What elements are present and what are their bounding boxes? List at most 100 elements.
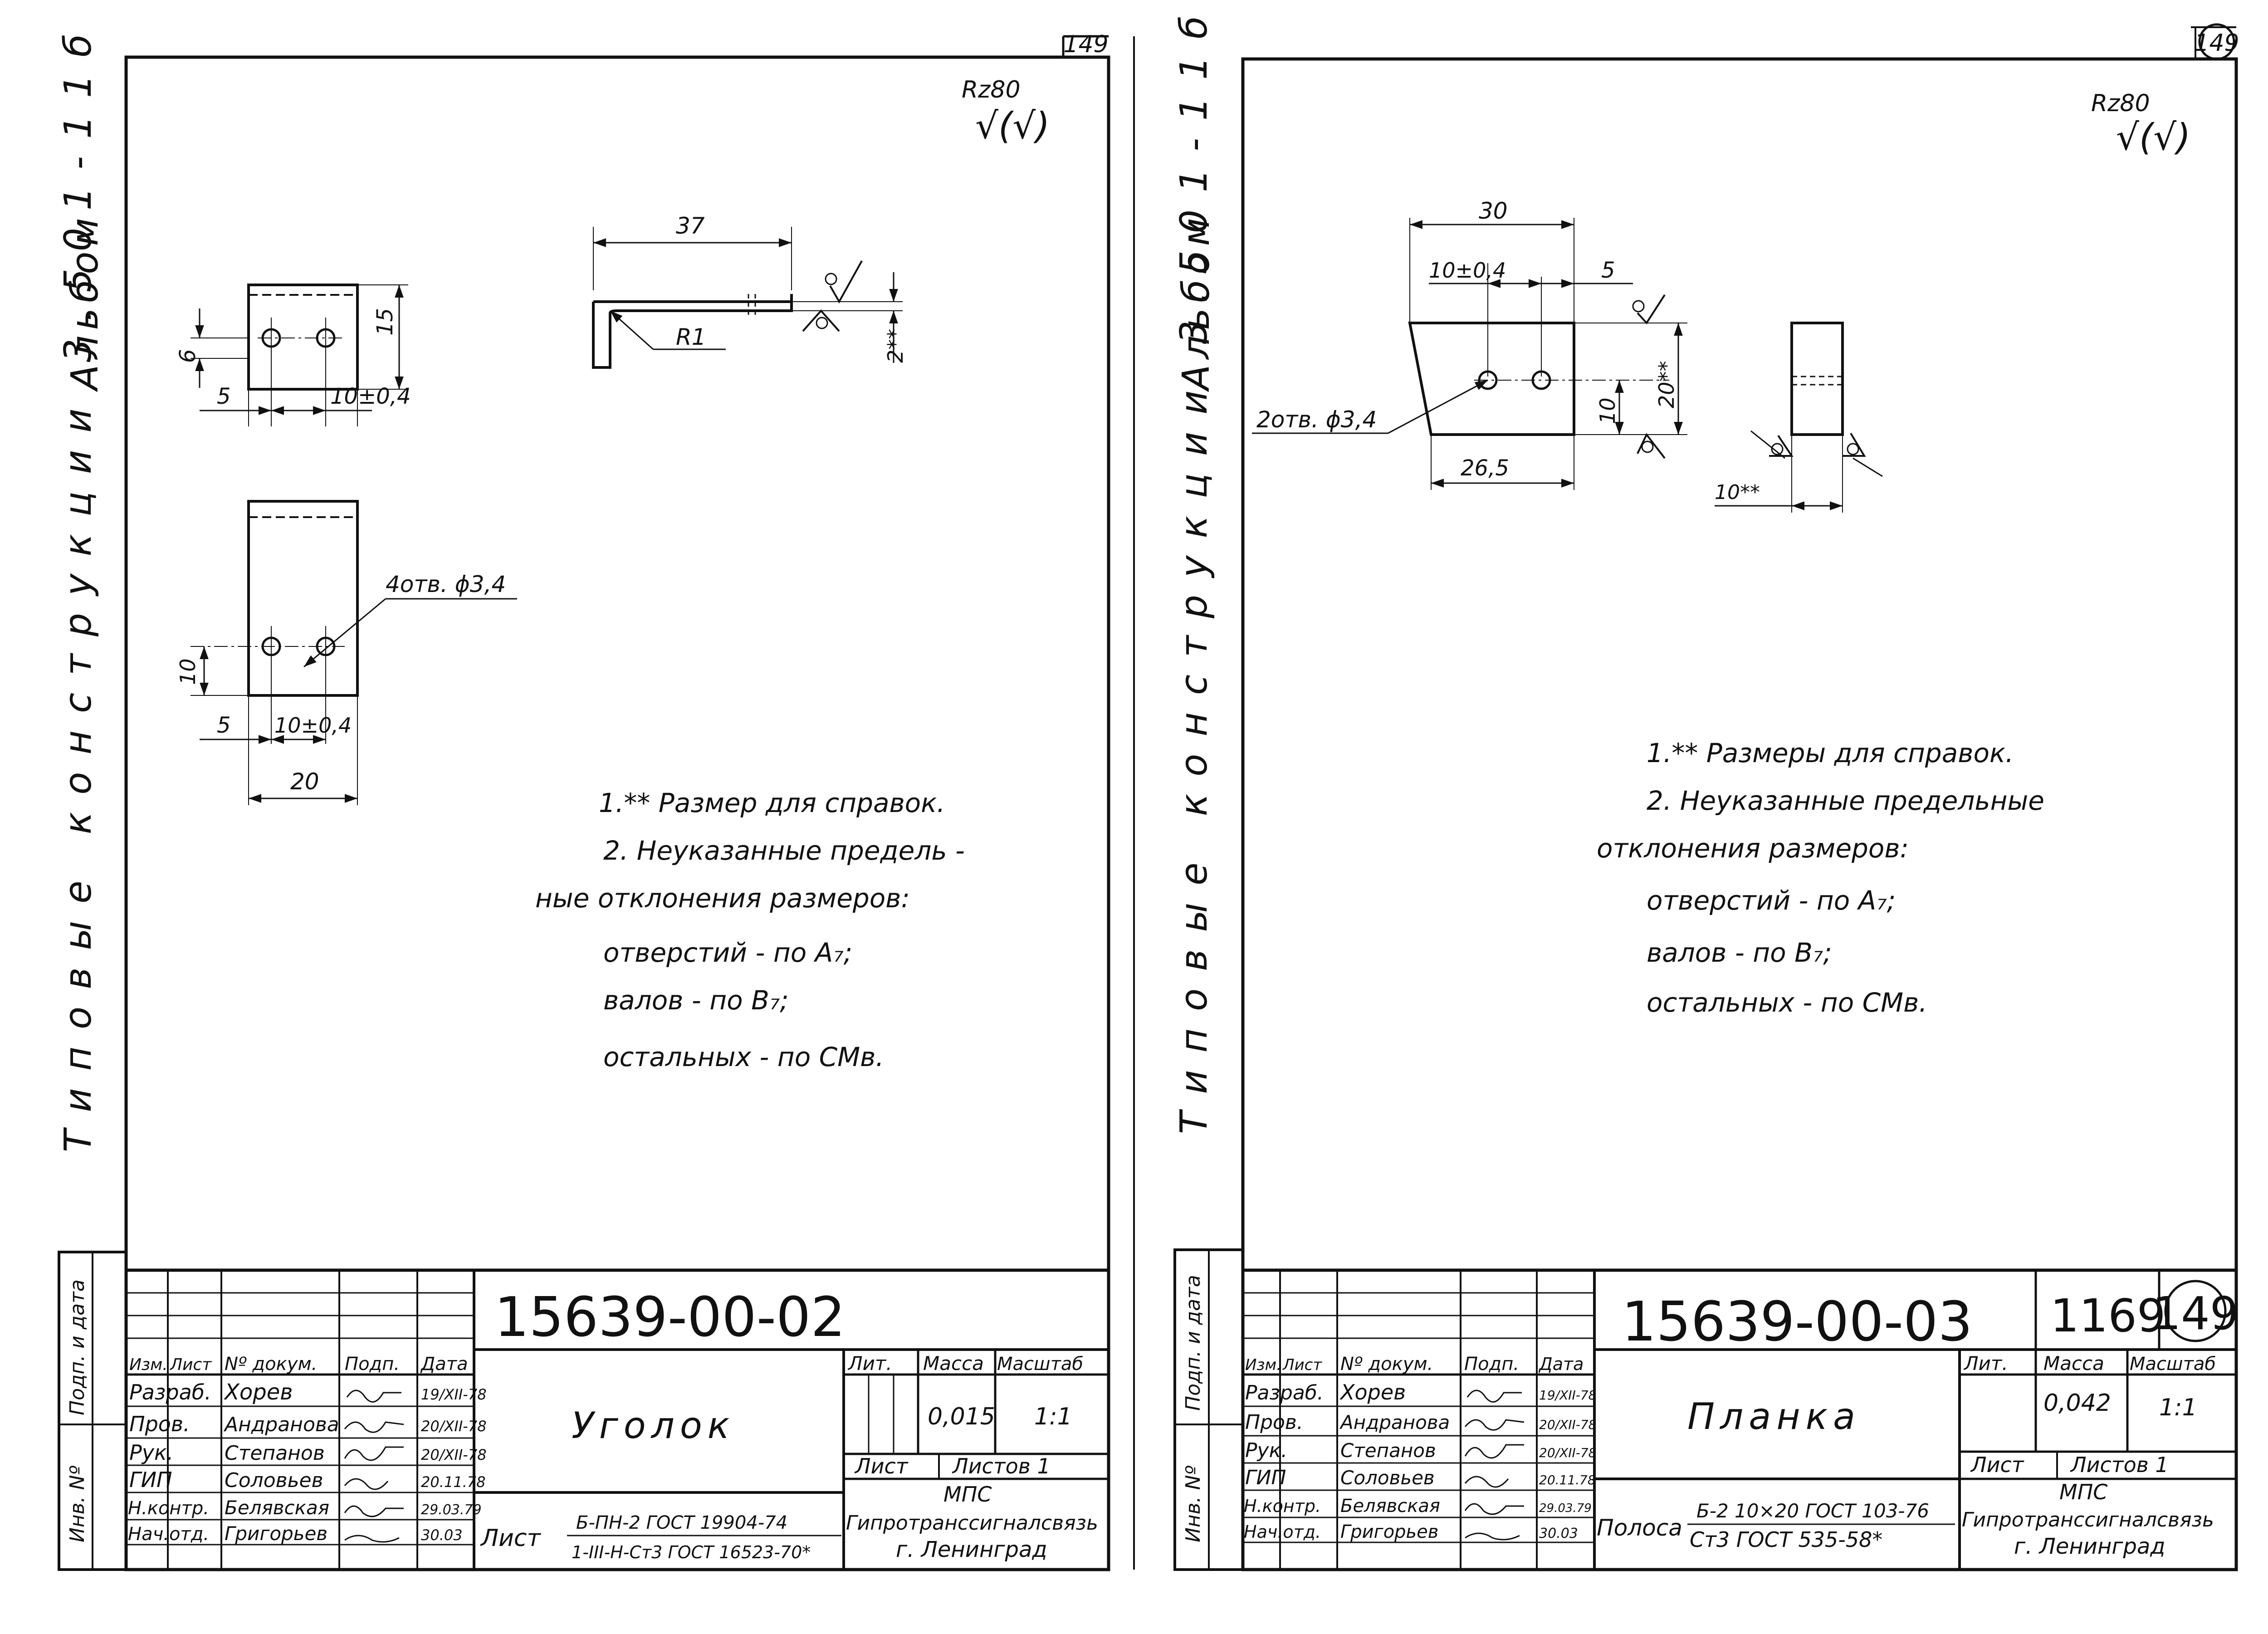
left-frame bbox=[124, 55, 1110, 1571]
right-dim-10c: 10** bbox=[1715, 481, 1760, 504]
right-scale-value: 1:1 bbox=[2159, 1394, 2197, 1421]
left-col-doc: Nº докум. bbox=[225, 1354, 317, 1375]
left-notes: 1.** Размер для справок. 2. Неуказанные … bbox=[535, 788, 965, 1072]
left-dim-20: 20 bbox=[290, 768, 319, 795]
left-date-5: 30.03 bbox=[421, 1526, 463, 1544]
left-front-view: 10 5 10±0,4 20 4отв. ϕ3,4 bbox=[176, 500, 517, 805]
right-signature-0 bbox=[1466, 1389, 1522, 1403]
right-role-1: Пров. bbox=[1245, 1411, 1303, 1434]
left-dim-5b: 5 bbox=[217, 713, 231, 738]
left-sheet: 149 Rz80 √(√) Типовые конструкции 3.501-… bbox=[57, 17, 1110, 1571]
right-role-5: Нач.отд. bbox=[1244, 1522, 1321, 1542]
right-name-0: Хорев bbox=[1339, 1380, 1406, 1404]
right-title-block: Подп. и дата Инв. Nº Изм. Лист Nº докум.… bbox=[1173, 1248, 2239, 1571]
right-mass-label: Масса bbox=[2043, 1352, 2104, 1375]
left-role-3: ГИП bbox=[129, 1468, 172, 1492]
right-role-2: Рук. bbox=[1245, 1439, 1287, 1462]
left-mass-label: Масса bbox=[923, 1352, 984, 1375]
right-material-bottom: Ст3 ГОСТ 535-58* bbox=[1690, 1527, 1882, 1552]
left-org-3: г. Ленинград bbox=[896, 1537, 1047, 1562]
right-roughness-label: Rz80 bbox=[2091, 90, 2150, 117]
left-side-view: 37 R1 2** bbox=[592, 213, 908, 369]
left-title-block: Подп. и дата Инв. Nº Изм. Лист Nº докум.… bbox=[58, 1251, 1109, 1571]
left-stamp-sign: Подп. и дата bbox=[66, 1279, 89, 1415]
left-dim-5a: 5 bbox=[217, 384, 231, 409]
right-org-1: МПС bbox=[2059, 1480, 2107, 1504]
right-doc-number: 15639-00-03 bbox=[1622, 1291, 1973, 1354]
right-roughness-symbol: √(√) bbox=[2116, 116, 2190, 158]
right-stamp-sign: Подп. и дата bbox=[1182, 1275, 1205, 1411]
right-sheets-label: Листов 1 bbox=[2070, 1453, 2169, 1477]
right-dim-20: 20** bbox=[1654, 361, 1679, 408]
left-part-name: Уголок bbox=[572, 1404, 735, 1447]
left-material-top: Б-ПН-2 ГОСТ 19904-74 bbox=[576, 1512, 787, 1533]
left-role-4: Н.контр. bbox=[128, 1498, 209, 1519]
right-album-label: Альбом bbox=[1175, 213, 1218, 392]
right-stamp-inv: Инв. Nº bbox=[1182, 1466, 1205, 1543]
left-sheet-label: Лист bbox=[854, 1454, 909, 1478]
left-material-prefix: Лист bbox=[480, 1525, 541, 1552]
right-note-5: валов - по B₇; bbox=[1647, 937, 1832, 968]
right-date-5: 30.03 bbox=[1539, 1526, 1578, 1541]
right-notes: 1.** Размеры для справок. 2. Неуказанные… bbox=[1597, 738, 2044, 1018]
left-material-bottom: 1-III-Н-Ст3 ГОСТ 16523-70* bbox=[572, 1542, 811, 1562]
right-date-0: 19/XII-78 bbox=[1539, 1388, 1597, 1403]
left-signature-1 bbox=[344, 1421, 404, 1433]
left-signature-2 bbox=[344, 1446, 404, 1461]
left-roughness-symbol: √(√) bbox=[975, 105, 1050, 147]
right-signature-3 bbox=[1464, 1476, 1509, 1488]
left-role-2: Рук. bbox=[129, 1440, 173, 1465]
left-stamp-inv: Инв. Nº bbox=[66, 1466, 89, 1543]
left-signature-4 bbox=[344, 1505, 404, 1517]
left-date-4: 29.03.79 bbox=[421, 1502, 482, 1518]
right-date-1: 20/XII-78 bbox=[1539, 1417, 1597, 1432]
left-dim-37: 37 bbox=[676, 213, 705, 239]
right-col-date: Дата bbox=[1538, 1354, 1584, 1374]
right-scale-label: Масштаб bbox=[2130, 1354, 2216, 1375]
left-col-izm: Изм. bbox=[129, 1355, 168, 1374]
left-role-5: Нач.отд. bbox=[128, 1524, 209, 1545]
left-dim-10c: 10±0,4 bbox=[274, 713, 352, 738]
right-sheet-number: 149 bbox=[2194, 29, 2239, 57]
right-name-5: Григорьев bbox=[1340, 1521, 1438, 1542]
right-col-doc: Nº докум. bbox=[1340, 1354, 1433, 1375]
left-note-1: 1.** Размер для справок. bbox=[599, 788, 945, 818]
right-org-2: Гипротранссигналсвязь bbox=[1962, 1508, 2214, 1531]
left-sheets-label: Листов 1 bbox=[952, 1454, 1051, 1478]
right-role-3: ГИП bbox=[1245, 1466, 1286, 1489]
right-holes-callout: 2отв. ϕ3,4 bbox=[1256, 406, 1377, 433]
right-note-1: 1.** Размеры для справок. bbox=[1647, 738, 2014, 768]
right-note-4: отверстий - по A₇; bbox=[1647, 885, 1896, 916]
right-series-title: Типовые конструкции 3.501-11б bbox=[1173, 0, 1216, 1134]
right-org-3: г. Ленинград bbox=[2014, 1534, 2165, 1559]
left-note-6: остальных - по СМв. bbox=[603, 1042, 884, 1072]
right-col-sign: Подп. bbox=[1464, 1354, 1519, 1375]
right-stamp-circled: 149 bbox=[2152, 1287, 2239, 1340]
right-dim-10a: 10±0,4 bbox=[1429, 258, 1506, 283]
right-role-0: Разраб. bbox=[1245, 1381, 1324, 1404]
right-sheet-label: Лист bbox=[1970, 1453, 2024, 1477]
left-name-3: Соловьев bbox=[225, 1469, 323, 1492]
right-col-izm: Изм. bbox=[1245, 1356, 1281, 1374]
right-note-6: остальных - по СМв. bbox=[1647, 987, 1927, 1018]
left-holes-callout: 4отв. ϕ3,4 bbox=[386, 571, 506, 597]
left-name-2: Степанов bbox=[225, 1442, 325, 1465]
left-roughness-label: Rz80 bbox=[962, 76, 1021, 103]
left-series-title: Типовые конструкции 3.501-11б bbox=[57, 17, 100, 1152]
left-name-0: Хорев bbox=[223, 1380, 293, 1405]
right-date-2: 20/XII-78 bbox=[1539, 1445, 1597, 1460]
right-dim-26: 26,5 bbox=[1461, 455, 1509, 481]
right-name-2: Степанов bbox=[1340, 1439, 1436, 1462]
left-dim-6: 6 bbox=[175, 349, 200, 363]
right-material-top: Б-2 10×20 ГОСТ 103-76 bbox=[1696, 1500, 1929, 1522]
left-note-3: ные отклонения размеров: bbox=[535, 883, 910, 914]
right-note-2: 2. Неуказанные предельные bbox=[1647, 785, 2044, 816]
left-col-list: Лист bbox=[169, 1355, 212, 1374]
right-signature-1 bbox=[1464, 1419, 1525, 1431]
right-name-4: Белявская bbox=[1340, 1496, 1440, 1517]
left-lit-label: Лит. bbox=[847, 1352, 892, 1375]
right-col-list: Лист bbox=[1282, 1356, 1322, 1374]
left-dim-10a: 10±0,4 bbox=[330, 384, 411, 409]
left-note-2: 2. Неуказанные предель - bbox=[603, 835, 965, 866]
